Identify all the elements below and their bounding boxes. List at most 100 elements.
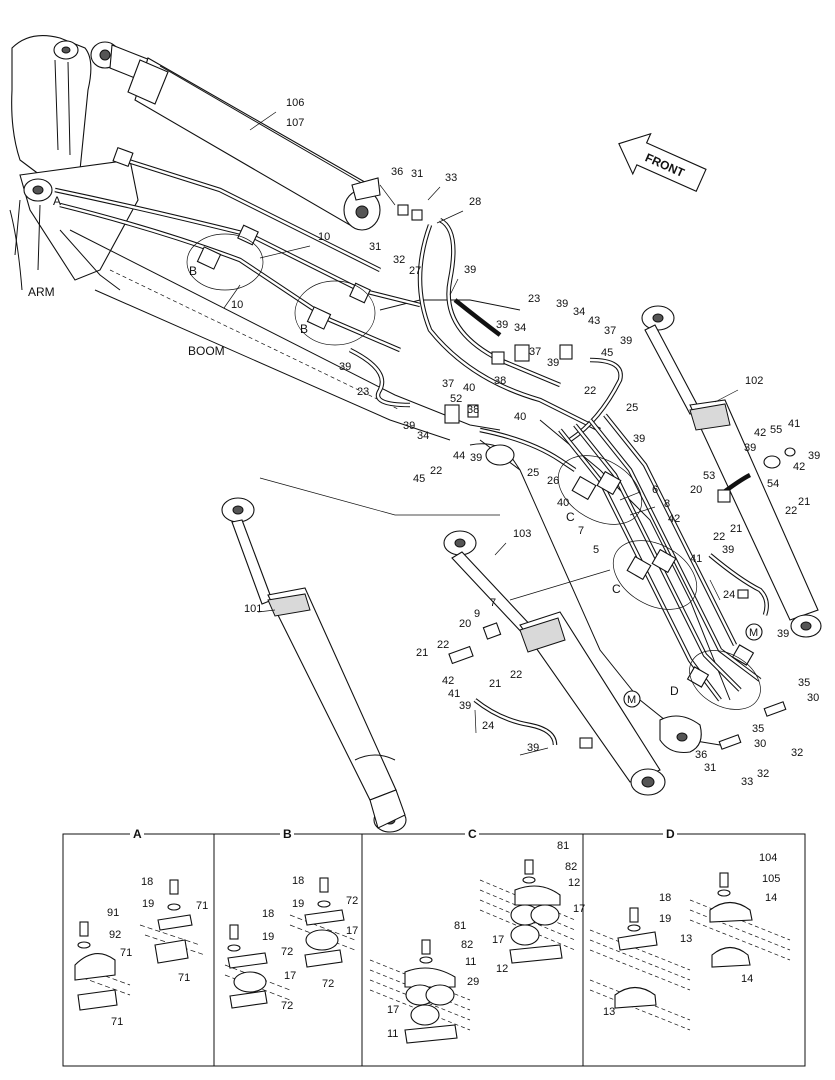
panel-d-callout-d18: 18 bbox=[659, 892, 671, 904]
callout-c42c: 42 bbox=[668, 513, 680, 525]
panel-b-drawing bbox=[224, 877, 356, 1009]
panel-d-callout-d13b: 13 bbox=[603, 1006, 615, 1018]
callout-c20b: 20 bbox=[459, 618, 471, 630]
callout-c35b: 35 bbox=[752, 723, 764, 735]
panel-b-title: B bbox=[283, 827, 292, 841]
callout-c6: 6 bbox=[652, 484, 658, 496]
callout-c22f: 22 bbox=[510, 669, 522, 681]
panel-c-callout-c17b: 17 bbox=[492, 934, 504, 946]
callout-c33b: 33 bbox=[741, 776, 753, 788]
callout-c31b: 31 bbox=[369, 241, 381, 253]
callout-c40a: 40 bbox=[463, 382, 475, 394]
callout-c36a: 36 bbox=[391, 166, 403, 178]
panel-d-callout-d19: 19 bbox=[659, 913, 671, 925]
view-m-marker-2: M bbox=[623, 690, 641, 708]
callout-c10b: 10 bbox=[231, 299, 243, 311]
panel-c-callout-c17a: 17 bbox=[573, 903, 585, 915]
panel-a-title: A bbox=[133, 827, 142, 841]
panel-b-callout-b18b: 18 bbox=[262, 908, 274, 920]
callout-c45a: 45 bbox=[601, 347, 613, 359]
panel-d-title: D bbox=[666, 827, 675, 841]
callout-c32b: 32 bbox=[757, 768, 769, 780]
view-c-marker-2: C bbox=[612, 582, 621, 596]
panel-b-callout-b72b: 72 bbox=[281, 946, 293, 958]
callout-c21a: 21 bbox=[798, 496, 810, 508]
fittings bbox=[112, 146, 796, 750]
callout-c55: 55 bbox=[770, 424, 782, 436]
boom-cylinder-102 bbox=[641, 305, 822, 638]
callout-c39b: 39 bbox=[556, 298, 568, 310]
arm-cylinder bbox=[90, 41, 381, 231]
callout-c22e: 22 bbox=[437, 639, 449, 651]
callout-c39a: 39 bbox=[464, 264, 476, 276]
arm-label: ARM bbox=[28, 285, 55, 299]
panel-d-callout-d14b: 14 bbox=[741, 973, 753, 985]
callout-c38a: 38 bbox=[494, 375, 506, 387]
callout-c26: 26 bbox=[547, 475, 559, 487]
panel-c-callout-c82b: 82 bbox=[461, 939, 473, 951]
callout-c23a: 23 bbox=[528, 293, 540, 305]
callout-c106: 106 bbox=[286, 97, 304, 109]
callout-c31a: 31 bbox=[411, 168, 423, 180]
callout-c44: 44 bbox=[453, 450, 465, 462]
callout-c39i: 39 bbox=[470, 452, 482, 464]
callout-c39l: 39 bbox=[722, 544, 734, 556]
callout-c40c: 40 bbox=[557, 497, 569, 509]
panel-a-callout-a19: 19 bbox=[142, 898, 154, 910]
callout-c37a: 37 bbox=[604, 325, 616, 337]
detail-panels: A B C D bbox=[62, 827, 806, 1067]
view-b-marker-2: B bbox=[300, 322, 308, 336]
panel-b-callout-b17a: 17 bbox=[346, 925, 358, 937]
panel-c-callout-c17c: 17 bbox=[387, 1004, 399, 1016]
leader-lines bbox=[186, 111, 761, 756]
callout-c22c: 22 bbox=[785, 505, 797, 517]
callout-c27: 27 bbox=[409, 265, 421, 277]
callout-c39g: 39 bbox=[403, 420, 415, 432]
callout-c7b: 7 bbox=[490, 597, 496, 609]
callout-c24b: 24 bbox=[482, 720, 494, 732]
callout-c23b: 23 bbox=[357, 386, 369, 398]
panel-d-callout-d104: 104 bbox=[759, 852, 777, 864]
panel-a-callout-a71c: 71 bbox=[178, 972, 190, 984]
front-direction-arrow: FRONT bbox=[618, 132, 707, 192]
callout-c39f: 39 bbox=[339, 361, 351, 373]
callout-c9: 9 bbox=[474, 608, 480, 620]
callout-c32a: 32 bbox=[393, 254, 405, 266]
callout-c41b: 41 bbox=[690, 553, 702, 565]
callout-c103: 103 bbox=[513, 528, 531, 540]
panel-a-callout-a71b: 71 bbox=[120, 947, 132, 959]
callout-c25a: 25 bbox=[626, 402, 638, 414]
panel-a-callout-a92: 92 bbox=[109, 929, 121, 941]
panel-b-callout-b72d: 72 bbox=[281, 1000, 293, 1012]
callout-c42d: 42 bbox=[442, 675, 454, 687]
callout-c20a: 20 bbox=[690, 484, 702, 496]
callout-c28: 28 bbox=[469, 196, 481, 208]
panel-c-callout-c11a: 11 bbox=[465, 956, 476, 968]
callout-c42a: 42 bbox=[754, 427, 766, 439]
callout-c40b: 40 bbox=[514, 411, 526, 423]
boom-label: BOOM bbox=[188, 344, 225, 358]
callout-c33a: 33 bbox=[445, 172, 457, 184]
callout-c39d: 39 bbox=[496, 319, 508, 331]
callout-c41c: 41 bbox=[448, 688, 460, 700]
callout-c30a: 30 bbox=[807, 692, 819, 704]
svg-text:M: M bbox=[627, 694, 636, 706]
panel-b-callout-b72a: 72 bbox=[346, 895, 358, 907]
panel-c-callout-c12a: 12 bbox=[568, 877, 580, 889]
callout-c107: 107 bbox=[286, 117, 304, 129]
panel-b-callout-b17b: 17 bbox=[284, 970, 296, 982]
panel-c-callout-c29: 29 bbox=[467, 976, 479, 988]
callout-c7a: 7 bbox=[578, 525, 584, 537]
view-b-marker-1: B bbox=[189, 264, 197, 278]
callout-c101: 101 bbox=[244, 603, 262, 615]
callout-c21c: 21 bbox=[416, 647, 428, 659]
callout-c34c: 34 bbox=[417, 430, 429, 442]
callout-c22d: 22 bbox=[713, 531, 725, 543]
panel-c-callout-c12b: 12 bbox=[496, 963, 508, 975]
callout-c25b: 25 bbox=[527, 467, 539, 479]
callout-c54: 54 bbox=[767, 478, 779, 490]
panel-d-callout-d105: 105 bbox=[762, 873, 780, 885]
panel-c-callout-c81a: 81 bbox=[557, 840, 569, 852]
callout-c22b: 22 bbox=[430, 465, 442, 477]
callout-c30b: 30 bbox=[754, 738, 766, 750]
